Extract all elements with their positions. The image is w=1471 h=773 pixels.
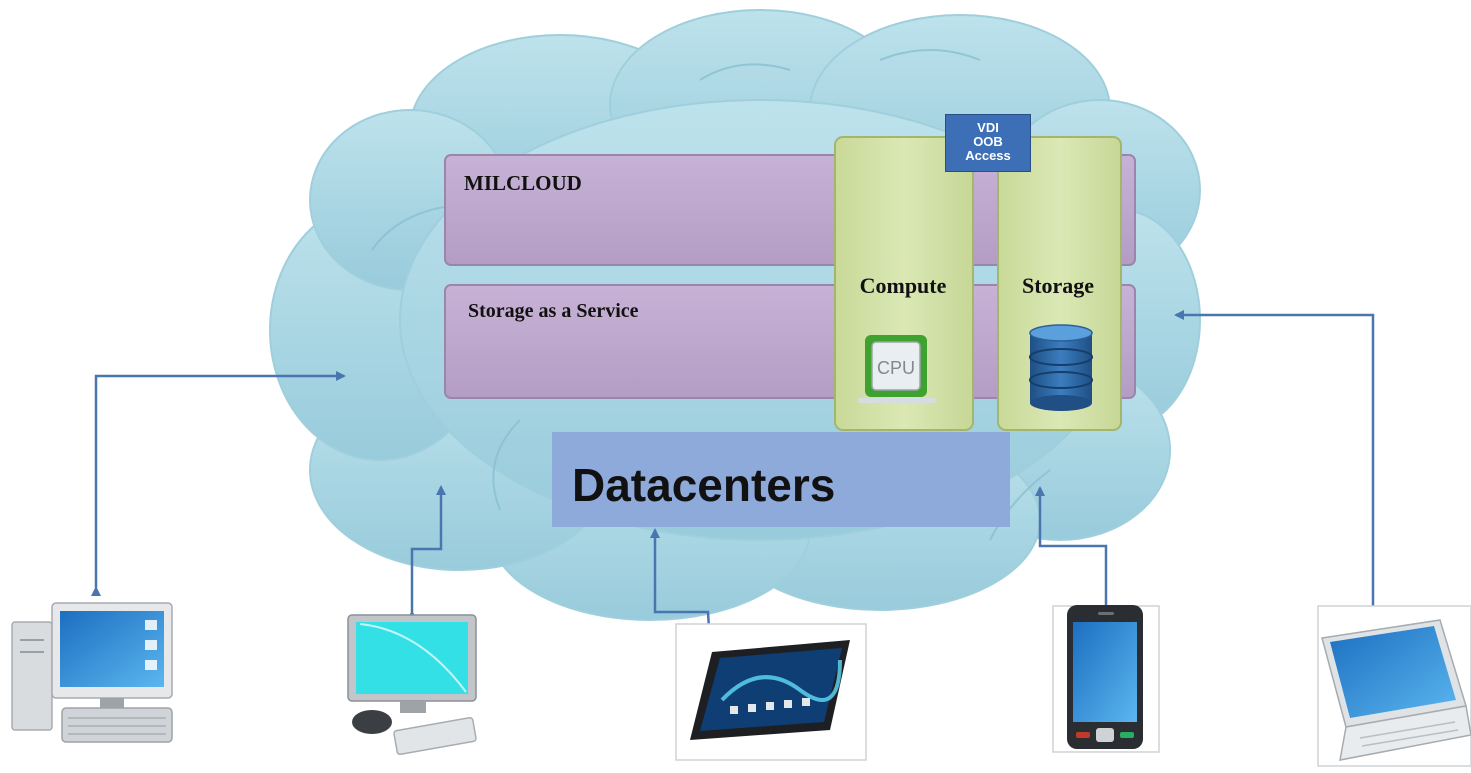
badge-line-oob: OOB bbox=[973, 134, 1003, 149]
datacenters-label: Datacenters bbox=[572, 459, 836, 511]
vdi-oob-access-badge: VDI OOB Access bbox=[945, 114, 1031, 172]
arrow-laptop-cloud bbox=[1174, 310, 1378, 628]
arrow-monitor-cloud bbox=[407, 485, 446, 620]
database-icon bbox=[1029, 324, 1093, 411]
storage-service-band-label: Storage as a Service bbox=[468, 300, 639, 322]
milcloud-band-label: MILCLOUD bbox=[464, 171, 582, 195]
datacenters-box bbox=[552, 432, 1010, 527]
compute-column-label: Compute bbox=[859, 273, 947, 298]
laptop-icon bbox=[1317, 605, 1471, 767]
arrow-desktop-cloud bbox=[91, 371, 346, 596]
badge-line-access: Access bbox=[965, 148, 1011, 163]
smartphone-icon bbox=[1052, 605, 1160, 753]
cpu-chip-icon: CPU bbox=[858, 335, 936, 403]
arrow-phone-cloud bbox=[1035, 486, 1111, 612]
monitor-icon bbox=[347, 614, 477, 756]
desktop-tower-icon bbox=[11, 602, 173, 743]
badge-line-vdi: VDI bbox=[977, 120, 999, 135]
storage-column-label: Storage bbox=[1021, 273, 1095, 298]
cpu-chip-text: CPU bbox=[877, 358, 915, 378]
tablet-icon bbox=[675, 623, 867, 761]
